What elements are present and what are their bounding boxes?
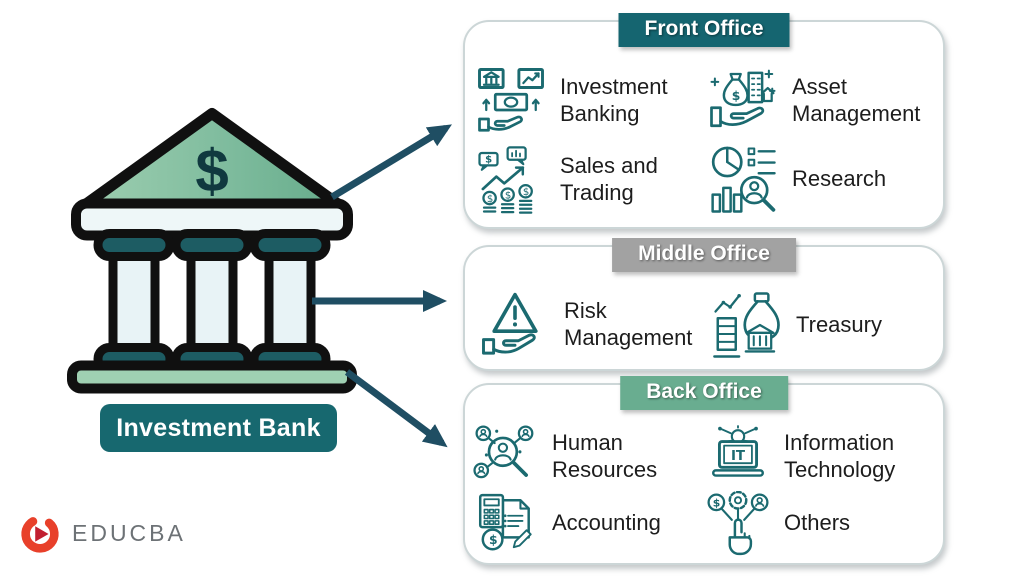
investment-banking-icon [478, 68, 544, 132]
svg-text:$: $ [523, 187, 529, 198]
bank-columns [93, 229, 331, 375]
dollar-sign: $ [195, 138, 228, 205]
svg-text:$: $ [713, 496, 721, 509]
list-item-risk-management: Risk Management [479, 289, 711, 361]
svg-text:$: $ [732, 89, 741, 103]
human-resources-icon [473, 424, 534, 478]
list-item-treasury: Treasury [711, 289, 937, 361]
list-item-information-technology: IT Information Technology [705, 423, 937, 490]
bank-building-illustration: $ [67, 108, 357, 394]
bank-name-label: Investment Bank [100, 404, 337, 452]
svg-text:IT: IT [731, 449, 746, 464]
list-item-accounting: $ Accounting [473, 490, 705, 557]
back-office-header: Back Office [620, 376, 788, 410]
treasury-icon [713, 292, 780, 358]
svg-text:$: $ [485, 154, 492, 165]
middle-office-header: Middle Office [612, 238, 796, 272]
list-item-research: Research [707, 141, 937, 220]
bank-platform [67, 360, 357, 394]
item-label: Human Resources [552, 429, 658, 482]
sales-and-trading-icon: $ $ $ $ [478, 146, 533, 214]
item-label: Investment Banking [560, 74, 668, 127]
list-item-investment-banking: Investment Banking [475, 62, 707, 141]
list-item-sales-and-trading: $ $ $ $ Sales and Trading [475, 141, 707, 220]
item-label: Sales and Trading [560, 152, 658, 205]
svg-text:$: $ [487, 194, 493, 205]
educba-logo-mark [21, 515, 59, 553]
others-icon: $ [707, 490, 769, 555]
list-item-others: $ Others [705, 490, 937, 557]
brand-logo: EDUCBA [18, 510, 186, 556]
back-office-box: Back Office [463, 376, 945, 565]
front-office-box: Front Office Investment Bankin [463, 13, 945, 229]
svg-text:$: $ [505, 190, 511, 201]
brand-logo-text: EDUCBA [72, 519, 186, 546]
front-office-header: Front Office [618, 13, 790, 47]
item-label: Risk Management [564, 298, 693, 350]
item-label: Treasury [796, 311, 882, 337]
information-technology-icon: IT [712, 424, 764, 477]
svg-text:$: $ [489, 533, 498, 547]
asset-management-icon: $ [710, 69, 776, 128]
item-label: Information Technology [784, 429, 896, 482]
item-label: Asset Management [792, 74, 921, 127]
accounting-icon: $ [478, 493, 532, 551]
item-label: Others [784, 510, 851, 536]
item-label: Accounting [552, 510, 661, 536]
research-icon [711, 146, 776, 213]
list-item-asset-management: $ Asset Management [707, 62, 937, 141]
middle-office-box: Middle Office Risk Management [463, 238, 945, 371]
item-label: Research [792, 166, 887, 192]
risk-management-icon [482, 292, 538, 355]
list-item-human-resources: Human Resources [473, 423, 705, 490]
